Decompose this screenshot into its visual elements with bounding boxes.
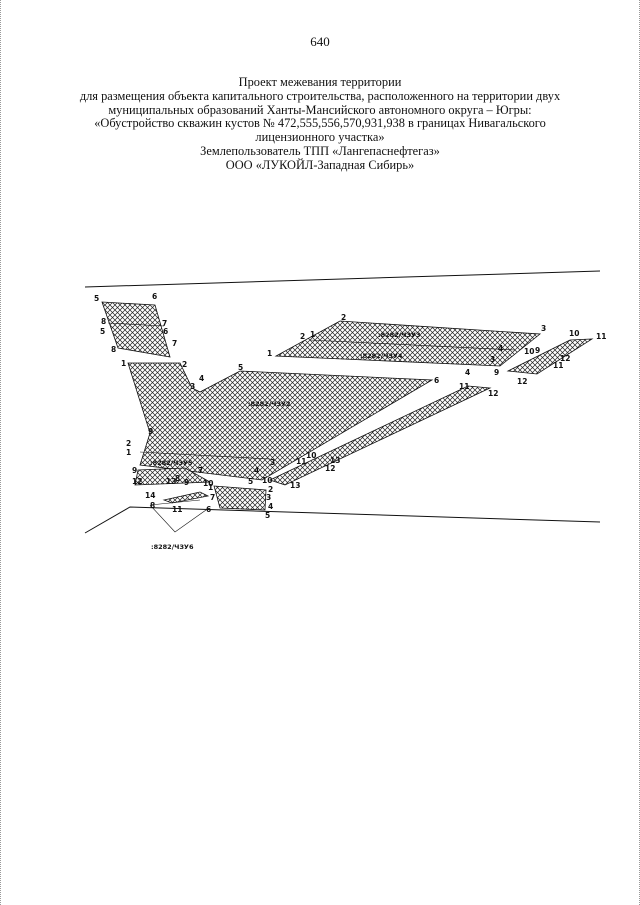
point-label: 10 xyxy=(569,329,579,338)
point-label: 11 xyxy=(459,382,469,391)
point-label: 1 xyxy=(121,359,126,368)
parcel-large-divider xyxy=(139,451,271,460)
point-label: 1 xyxy=(267,349,272,358)
point-label: 5 xyxy=(238,363,243,372)
point-label: 11 xyxy=(296,457,306,466)
header-line-6: Землепользователь ТПП «Лангепаснефтегаз» xyxy=(200,143,440,158)
point-label: 2 xyxy=(300,332,305,341)
point-label: 4 xyxy=(498,344,503,353)
point-label: 3 xyxy=(270,458,275,467)
point-label: 1 xyxy=(208,483,213,492)
point-label: 2 xyxy=(341,313,346,322)
parcel-tiny xyxy=(162,491,210,504)
header-line-1: Проект межевания территории xyxy=(238,75,402,89)
point-label: 8 xyxy=(175,474,180,483)
point-label: 7 xyxy=(210,493,215,502)
point-label: 4 xyxy=(199,374,204,383)
parcel-label-2: :8282/ЧЗУ4 xyxy=(360,352,403,360)
point-label: 2 xyxy=(182,360,187,369)
point-label: 9 xyxy=(184,478,189,487)
parcel-small-bottom xyxy=(213,485,267,511)
point-label: 9 xyxy=(132,466,137,475)
point-label: 12 xyxy=(132,477,142,486)
point-label: 7 xyxy=(162,319,167,328)
page-number: 640 xyxy=(310,34,330,49)
point-label: 8 xyxy=(111,345,116,354)
page-edge-left xyxy=(0,0,3,905)
parcel-label-5: :8282/ЧЗУ6 xyxy=(151,543,194,551)
point-label: 5 xyxy=(100,327,105,336)
point-label: 13 xyxy=(166,477,176,486)
point-label: 10 xyxy=(524,347,534,356)
point-label: 8 xyxy=(150,501,155,510)
parcel-top-left-divider xyxy=(107,322,165,327)
point-label: 2 xyxy=(126,439,131,448)
parcel-label-3: :8282/ЧЗУ2 xyxy=(248,400,290,408)
header-line-2: для размещения объекта капитального стро… xyxy=(79,88,561,103)
parcel-small-left xyxy=(134,467,212,486)
point-label: 11 xyxy=(172,505,182,514)
point-label: 9 xyxy=(494,368,499,377)
point-label: 12 xyxy=(488,389,498,398)
point-label: 9 xyxy=(535,346,540,355)
point-label: 14 xyxy=(145,491,155,500)
point-label: 3 xyxy=(490,355,495,364)
point-label: 12 xyxy=(560,354,570,363)
point-label: 3 xyxy=(190,382,195,391)
point-label: 5 xyxy=(248,477,253,486)
parcel-long-top-divider xyxy=(309,339,516,351)
point-label: 5 xyxy=(94,294,99,303)
point-label: 11 xyxy=(553,361,563,370)
document-header: Проект межевания территории для размещен… xyxy=(60,75,580,173)
point-label: 8 xyxy=(101,317,106,326)
point-label: 10 xyxy=(262,476,272,485)
header-line-3: муниципальных образований Ханты-Мансийск… xyxy=(108,102,532,117)
point-label: 7 xyxy=(198,466,203,475)
point-label: 3 xyxy=(541,324,546,333)
point-labels: 5 6 8 7 5 6 8 7 2 3 2 1 1 4 3 4 10 11 10… xyxy=(94,292,606,520)
parcel-right-strip xyxy=(506,338,594,375)
point-label: 4 xyxy=(465,368,470,377)
boundary-line-bottom xyxy=(84,506,601,534)
parcel-label-1: :8282/ЧЗУ3 xyxy=(378,331,420,339)
point-label: 13 xyxy=(290,481,300,490)
point-label: 7 xyxy=(172,339,177,348)
boundary-line-top xyxy=(84,270,601,288)
point-label: 12 xyxy=(517,377,527,386)
header-line-7: ООО «ЛУКОЙЛ-Западная Сибирь» xyxy=(225,157,415,172)
header-line-5: лицензионного участка» xyxy=(255,130,385,145)
parcel-long-top xyxy=(274,320,542,367)
point-label: 1 xyxy=(126,448,131,457)
parcel-label-4: :8282/ЧЗУ5 xyxy=(150,459,193,467)
point-label: 6 xyxy=(434,376,439,385)
point-label: 6 xyxy=(206,505,211,514)
land-survey-plan: :8282/ЧЗУ3 :8282/ЧЗУ4 :8282/ЧЗУ2 :8282/Ч… xyxy=(84,270,606,551)
point-label: 10 xyxy=(306,451,316,460)
point-label: 3 xyxy=(266,493,271,502)
parcel-large xyxy=(127,362,434,481)
point-label: 4 xyxy=(268,502,273,511)
point-label: 1 xyxy=(310,330,315,339)
point-label: 6 xyxy=(152,292,157,301)
point-label: 2 xyxy=(268,485,273,494)
point-label: 10 xyxy=(203,479,213,488)
point-label: 5 xyxy=(265,511,270,520)
header-line-4: «Обустройство скважин кустов № 472,555,5… xyxy=(94,116,546,131)
parcel-diagonal-strip xyxy=(268,385,492,486)
point-label: 9 xyxy=(148,427,153,436)
point-label: 12 xyxy=(325,464,335,473)
parcel-top-left xyxy=(101,301,171,358)
point-label: 13 xyxy=(330,456,340,465)
point-label: 11 xyxy=(596,332,606,341)
connector-lines xyxy=(149,499,207,533)
point-label: 6 xyxy=(163,327,168,336)
point-label: 4 xyxy=(254,466,259,475)
